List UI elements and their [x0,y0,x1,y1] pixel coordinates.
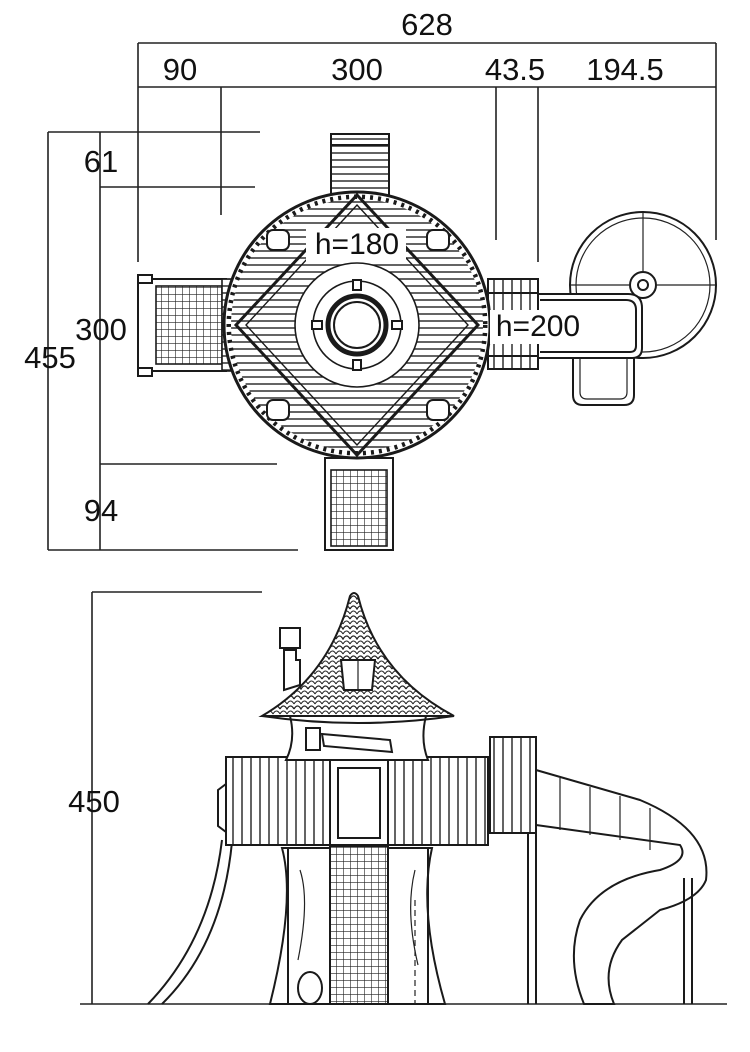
climbing-net [329,845,389,1005]
platform-height-200-label: h=200 [496,310,580,343]
depth-segment-1-label: 61 [84,144,118,179]
overall-height-label: 450 [68,784,120,819]
left-entry-platform [137,274,235,377]
overall-width-label: 628 [401,7,453,42]
deck-walls [217,756,489,847]
left-straight-slide [147,839,233,1005]
treehouse-upper [279,627,430,761]
plan-dimensions [47,42,717,551]
treehouse-roof [258,592,455,724]
spiral-slide-elevation [535,768,708,1005]
depth-segment-2-label: 300 [75,312,127,347]
width-segment-3-label: 43.5 [485,52,545,87]
width-segment-1-label: 90 [163,52,197,87]
plan-view [137,133,717,551]
top-step [330,133,390,197]
right-slide-tower [489,736,537,1004]
width-segment-2-label: 300 [331,52,383,87]
width-segment-4-label: 194.5 [586,52,664,87]
bottom-climbing-net [324,457,394,551]
spiral-slide-plan [537,211,717,406]
depth-segment-3-label: 94 [84,493,118,528]
overall-depth-label: 455 [24,340,76,375]
platform-height-180-label: h=180 [315,228,399,261]
elevation-view [147,592,708,1005]
